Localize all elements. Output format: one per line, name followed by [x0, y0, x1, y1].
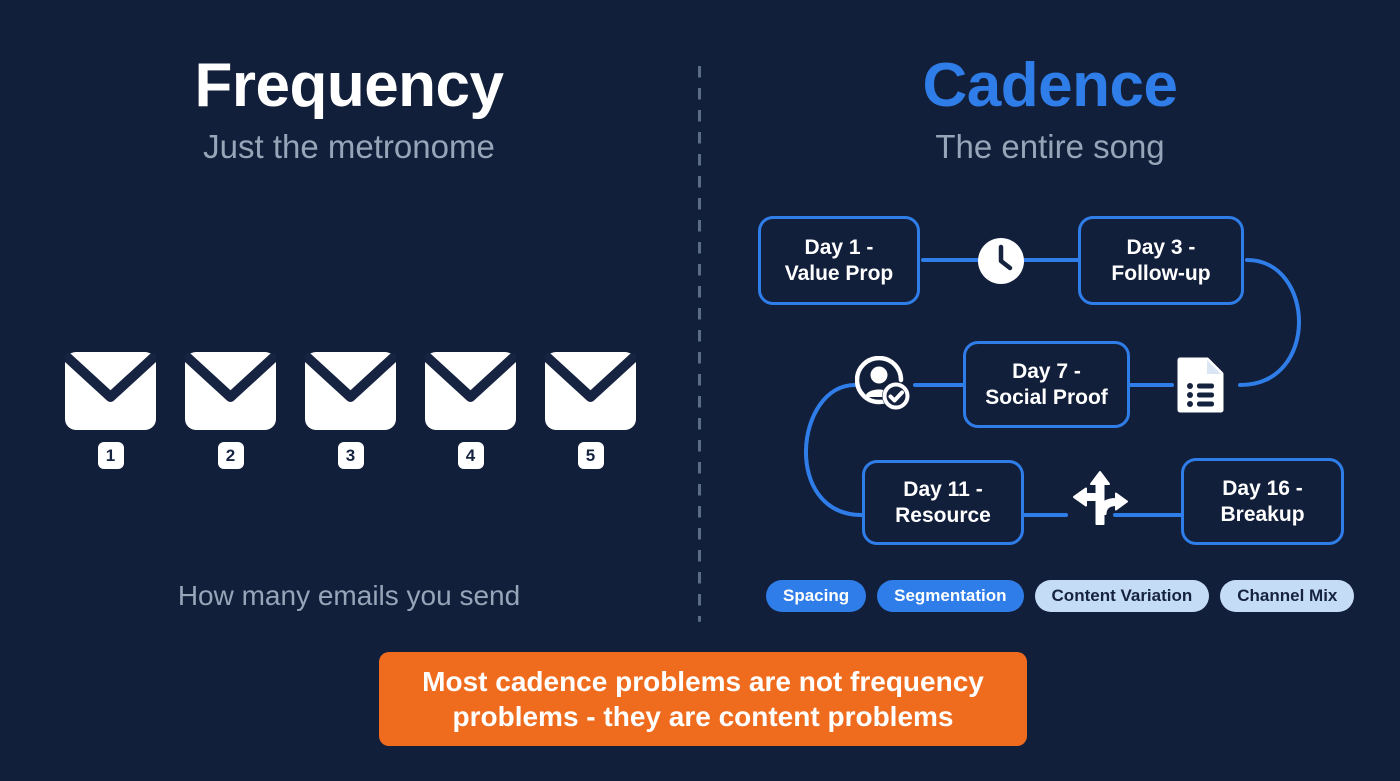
tag-segmentation[interactable]: Segmentation — [877, 580, 1024, 612]
cadence-flow-connectors — [740, 195, 1380, 575]
frequency-subtitle: Just the metronome — [203, 128, 495, 165]
flow-node-day1[interactable]: Day 1 - Value Prop — [758, 216, 920, 305]
banner-line2: problems - they are content problems — [452, 701, 954, 732]
key-takeaway-banner: Most cadence problems are not frequency … — [379, 652, 1027, 746]
badge-cell: 5 — [545, 442, 636, 470]
cadence-subtitle: The entire song — [935, 128, 1165, 165]
banner-line1: Most cadence problems are not frequency — [422, 666, 984, 697]
vertical-divider — [698, 60, 701, 622]
email-number-badge: 5 — [577, 442, 604, 469]
flow-node-day11-line2: Resource — [895, 503, 991, 527]
email-number-badge: 1 — [97, 442, 124, 469]
flow-node-day11-line1: Day 11 - — [903, 477, 983, 501]
branching-arrows-icon — [1072, 470, 1128, 533]
envelope-item — [425, 352, 516, 430]
envelope-icon — [65, 352, 156, 430]
envelope-row — [65, 352, 641, 430]
envelope-number-row: 1 2 3 4 5 — [65, 442, 641, 470]
flow-node-day1-line1: Day 1 - — [804, 235, 874, 259]
flow-node-day1-line2: Value Prop — [784, 261, 894, 285]
clock-icon — [977, 237, 1025, 290]
email-number-badge: 2 — [217, 442, 244, 469]
flow-node-day7[interactable]: Day 7 - Social Proof — [963, 341, 1130, 428]
connector-paths — [804, 258, 1301, 517]
cadence-title: Cadence — [922, 51, 1178, 120]
envelope-item — [65, 352, 156, 430]
document-list-icon — [1176, 357, 1225, 418]
envelope-icon — [305, 352, 396, 430]
envelope-item — [545, 352, 636, 430]
flow-node-day16-line2: Breakup — [1220, 502, 1305, 526]
frequency-caption: How many emails you send — [177, 580, 521, 611]
email-number-badge: 4 — [457, 442, 484, 469]
badge-cell: 4 — [425, 442, 516, 470]
badge-cell: 1 — [65, 442, 156, 470]
tag-spacing[interactable]: Spacing — [766, 580, 867, 612]
flow-node-day3-line2: Follow-up — [1111, 261, 1211, 285]
flow-node-day7-line1: Day 7 - — [1012, 359, 1081, 383]
envelope-item — [185, 352, 276, 430]
tag-channel-mix[interactable]: Channel Mix — [1220, 580, 1355, 612]
user-verified-icon — [854, 355, 913, 417]
cadence-tag-row: Spacing Segmentation Content Variation C… — [766, 580, 1355, 612]
envelope-icon — [425, 352, 516, 430]
flow-node-day16-line1: Day 16 - — [1222, 476, 1303, 500]
badge-cell: 3 — [305, 442, 396, 470]
badge-cell: 2 — [185, 442, 276, 470]
flow-node-day7-line2: Social Proof — [985, 385, 1108, 409]
flow-node-day11[interactable]: Day 11 - Resource — [862, 460, 1024, 545]
envelope-icon — [185, 352, 276, 430]
email-number-badge: 3 — [337, 442, 364, 469]
envelope-icon — [545, 352, 636, 430]
tag-content-variation[interactable]: Content Variation — [1034, 580, 1210, 612]
frequency-title: Frequency — [194, 51, 504, 120]
flow-node-day16[interactable]: Day 16 - Breakup — [1181, 458, 1344, 545]
envelope-item — [305, 352, 396, 430]
flow-node-day3-line1: Day 3 - — [1126, 235, 1196, 259]
flow-node-day3[interactable]: Day 3 - Follow-up — [1078, 216, 1244, 305]
